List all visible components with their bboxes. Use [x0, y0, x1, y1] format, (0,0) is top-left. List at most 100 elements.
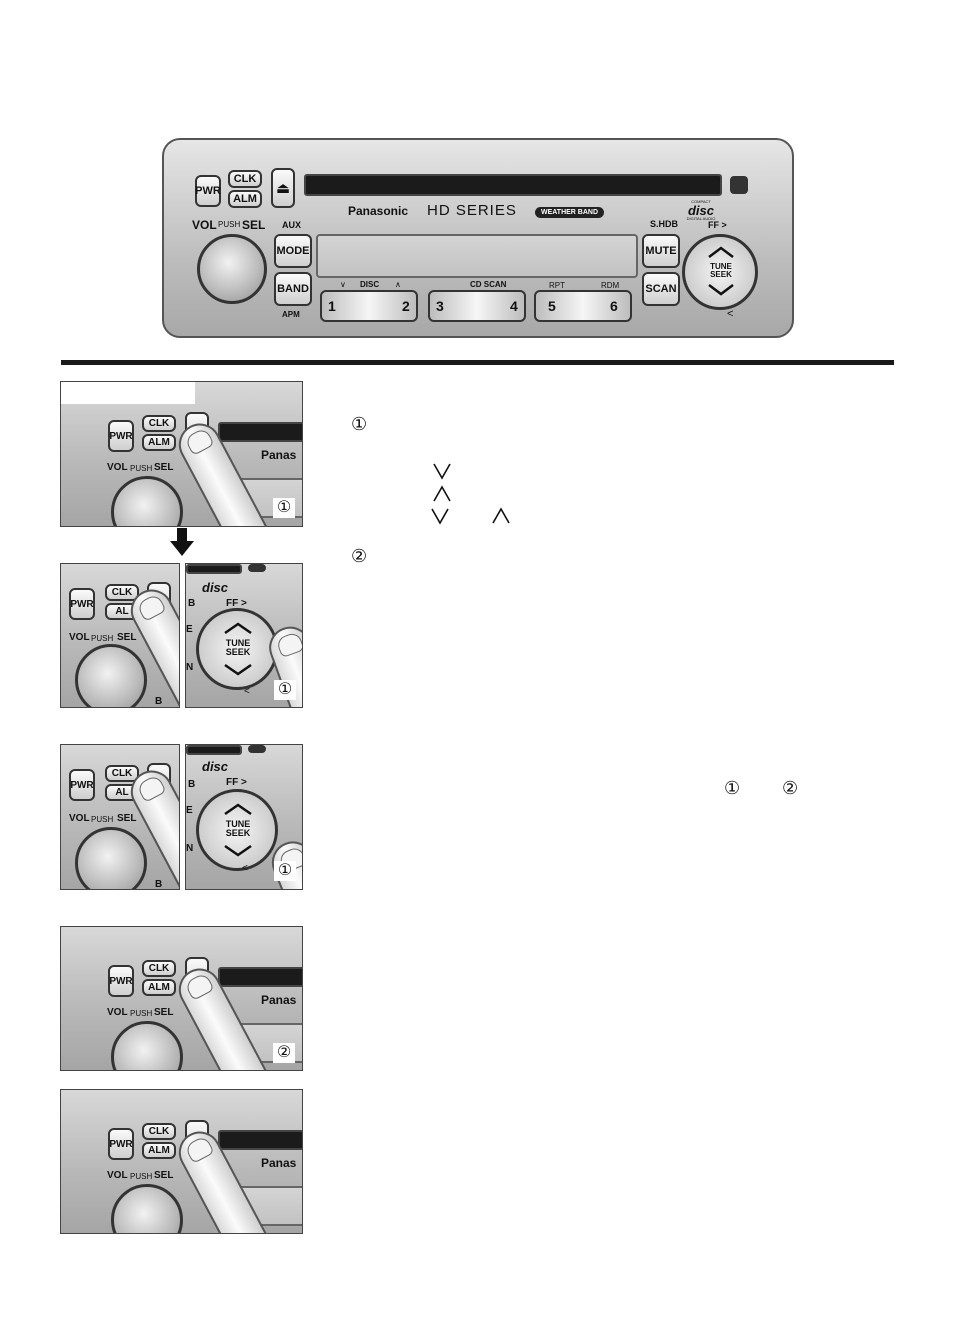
detach-button[interactable]	[248, 564, 266, 572]
disc-logo-bottom: DIGITAL AUDIO	[686, 216, 716, 221]
up-arrow-icon-2	[491, 506, 511, 531]
weather-band-badge: WEATHER BAND	[535, 207, 605, 218]
preset-3-4-button[interactable]: 3 4	[428, 290, 526, 322]
clk-button[interactable]: CLK	[228, 170, 262, 188]
tune-label: TUNE	[225, 819, 251, 829]
rpt-label: RPT	[549, 281, 565, 290]
clk-button[interactable]: CLK	[142, 1123, 176, 1140]
photo-panel-1: PWR CLK ALM ⏏ Panas VOL PUSH SEL ①	[60, 381, 303, 527]
series-label: HD SERIES	[427, 202, 517, 219]
pwr-button[interactable]: PWR	[195, 175, 221, 207]
mode-button[interactable]: MODE	[274, 234, 312, 268]
push-label: PUSH	[91, 815, 114, 824]
compact-disc-logo: COMPACT disc DIGITAL AUDIO	[684, 200, 718, 222]
volume-knob[interactable]	[75, 827, 147, 889]
sel-label: SEL	[154, 1170, 174, 1181]
rew-label: <	[242, 863, 248, 874]
disc-slot	[218, 1130, 302, 1150]
photo-panel-4: PWR CLK ALM ⏏ Panas VOL PUSH SEL ②	[60, 926, 303, 1071]
tune-label: TUNE	[710, 262, 732, 271]
compact-disc-logo: disc	[202, 580, 229, 595]
disc-slot	[304, 174, 722, 196]
preset-4-label: 4	[510, 298, 518, 314]
b-partial-label: B	[155, 879, 163, 890]
photo-panel-2-right: disc FF > B E N TUNE SEEK < ①	[185, 563, 303, 708]
lcd-display	[316, 234, 638, 278]
pwr-button[interactable]: PWR	[69, 769, 95, 801]
tune-up-arrow-icon[interactable]	[223, 621, 253, 640]
brand-partial-label: Panas	[261, 1156, 297, 1170]
pwr-button[interactable]: PWR	[69, 588, 95, 620]
preset-2-label: 2	[402, 298, 410, 314]
pwr-button[interactable]: PWR	[108, 420, 134, 452]
brand-label: Panasonic	[348, 204, 409, 218]
up-arrow-icon	[432, 484, 452, 509]
alm-button[interactable]: ALM	[142, 434, 176, 451]
reference-marker-2: ②	[782, 778, 799, 798]
disc-up-label: ∧	[395, 280, 401, 289]
sel-label: SEL	[154, 1007, 174, 1018]
e-partial-label: E	[186, 805, 193, 816]
preset-1-label: 1	[328, 298, 336, 314]
tune-down-arrow-icon[interactable]	[707, 283, 735, 297]
alm-button[interactable]: ALM	[228, 190, 262, 208]
rdm-label: RDM	[601, 281, 620, 290]
volume-knob[interactable]	[197, 234, 267, 304]
step-badge-1: ①	[273, 498, 295, 518]
pwr-button[interactable]: PWR	[108, 1128, 134, 1160]
detach-button[interactable]	[248, 745, 266, 753]
brand-partial-label: Panas	[261, 993, 297, 1007]
tune-seek-rocker[interactable]: TUNE SEEK	[196, 608, 278, 690]
down-arrow-icon-2	[430, 506, 450, 531]
preset-1-2-button[interactable]: 1 2	[320, 290, 418, 322]
vol-label: VOL	[107, 1007, 128, 1018]
n-partial-label: N	[186, 843, 194, 854]
tune-label: TUNE	[225, 638, 251, 648]
disc-label: DISC	[360, 280, 380, 289]
clk-button[interactable]: CLK	[142, 415, 176, 432]
push-label: PUSH	[130, 1009, 153, 1018]
mute-button[interactable]: MUTE	[642, 234, 680, 268]
tune-up-arrow-icon[interactable]	[223, 802, 253, 821]
clk-button[interactable]: CLK	[142, 960, 176, 977]
vol-label: VOL	[107, 462, 128, 473]
tune-seek-rocker[interactable]: TUNE SEEK	[196, 789, 278, 871]
vol-label: VOL	[192, 218, 217, 232]
band-button[interactable]: BAND	[274, 272, 312, 306]
shdb-label: S.HDB	[650, 219, 679, 229]
detach-button[interactable]	[730, 176, 748, 194]
alm-button[interactable]: ALM	[142, 979, 176, 996]
tune-up-arrow-icon[interactable]	[707, 245, 735, 259]
b-partial-label: B	[155, 696, 163, 707]
vol-label: VOL	[107, 1170, 128, 1181]
b-partial-label: B	[188, 598, 196, 609]
clk-button[interactable]: CLK	[105, 765, 139, 782]
aux-label: AUX	[282, 220, 302, 230]
photo-panel-5: PWR CLK ALM ⏏ Panas VOL PUSH SEL	[60, 1089, 303, 1234]
seek-label: SEEK	[225, 828, 251, 838]
apm-label: APM	[282, 310, 300, 319]
volume-knob[interactable]	[111, 476, 183, 526]
tune-down-arrow-icon[interactable]	[223, 844, 253, 863]
tune-seek-rocker[interactable]: TUNE SEEK	[682, 234, 758, 310]
clk-button[interactable]: CLK	[105, 584, 139, 601]
vol-label: VOL	[69, 632, 90, 643]
push-label: PUSH	[218, 220, 241, 229]
tune-down-arrow-icon[interactable]	[223, 663, 253, 682]
sel-label: SEL	[117, 632, 137, 643]
step-badge-2: ②	[273, 1043, 295, 1063]
scan-button[interactable]: SCAN	[642, 272, 680, 306]
seek-label: SEEK	[225, 647, 251, 657]
rew-label: <	[727, 308, 734, 320]
volume-knob[interactable]	[111, 1184, 183, 1233]
photo-panel-2-left: PWR CLK AL ⏏ VOL PUSH SEL UX B	[60, 563, 180, 708]
volume-knob[interactable]	[75, 644, 147, 707]
alm-button[interactable]: ALM	[142, 1142, 176, 1159]
photo-panel-3-left: PWR CLK AL ⏏ VOL PUSH SEL UX B	[60, 744, 180, 890]
eject-button[interactable]: ⏏	[271, 168, 295, 208]
volume-knob[interactable]	[111, 1021, 183, 1070]
pwr-button[interactable]: PWR	[108, 965, 134, 997]
preset-5-6-button[interactable]: 5 6	[534, 290, 632, 322]
seek-label: SEEK	[710, 270, 732, 279]
photo-panel-3-right: disc FF > B E N TUNE SEEK < ①	[185, 744, 303, 890]
